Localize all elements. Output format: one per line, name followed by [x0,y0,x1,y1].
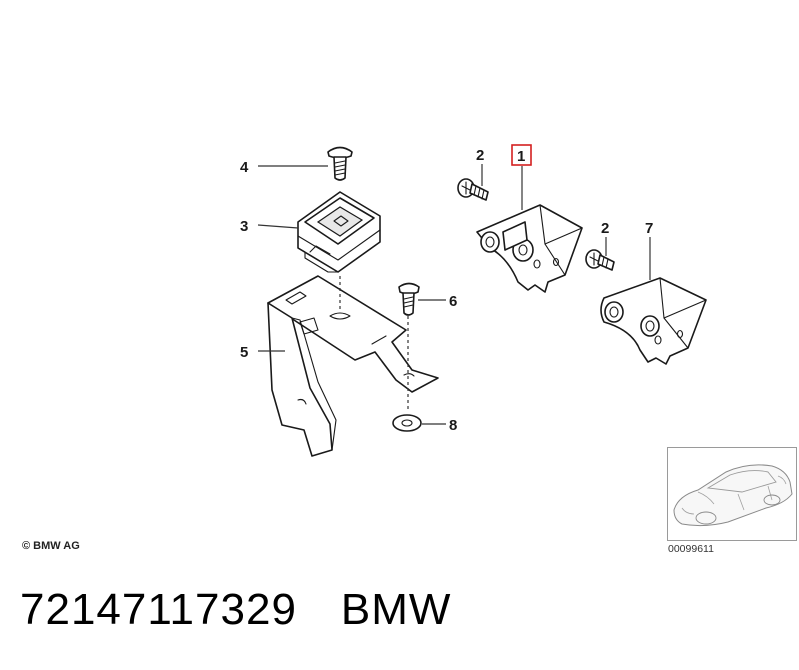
part-8-washer [392,414,422,432]
callout-6[interactable]: 6 [449,293,457,310]
copyright-label: © BMW AG [22,540,80,552]
part-5-bracket [267,275,439,457]
image-number: 00099611 [668,543,714,555]
callout-1-highlight-box [511,144,532,166]
callout-1[interactable]: 1 [517,148,525,165]
part-1-hinge-bracket [476,204,583,293]
leader-lines [257,164,651,425]
callout-2-lower[interactable]: 2 [601,220,609,237]
part-7-hinge-bracket [600,277,707,365]
callout-2-upper[interactable]: 2 [476,147,484,164]
part-6-screw [398,282,420,316]
callout-4[interactable]: 4 [240,159,249,176]
callout-8[interactable]: 8 [449,417,457,434]
car-outline-icon [673,464,793,527]
callout-3[interactable]: 3 [240,218,248,235]
part-number-caption: 72147117329 BMW [20,585,451,635]
part-2-bolt-upper [457,178,489,201]
vehicle-locator-thumbnail [667,447,797,541]
part-4-screw [327,146,353,181]
brand-name: BMW [340,585,452,634]
callout-5[interactable]: 5 [240,344,248,361]
part-number: 72147117329 [20,585,297,634]
part-2-bolt-lower [585,249,615,271]
part-3-grommet [297,191,381,273]
callout-7[interactable]: 7 [645,220,653,237]
callouts: 4 3 5 6 8 2 1 2 7 [240,144,653,434]
